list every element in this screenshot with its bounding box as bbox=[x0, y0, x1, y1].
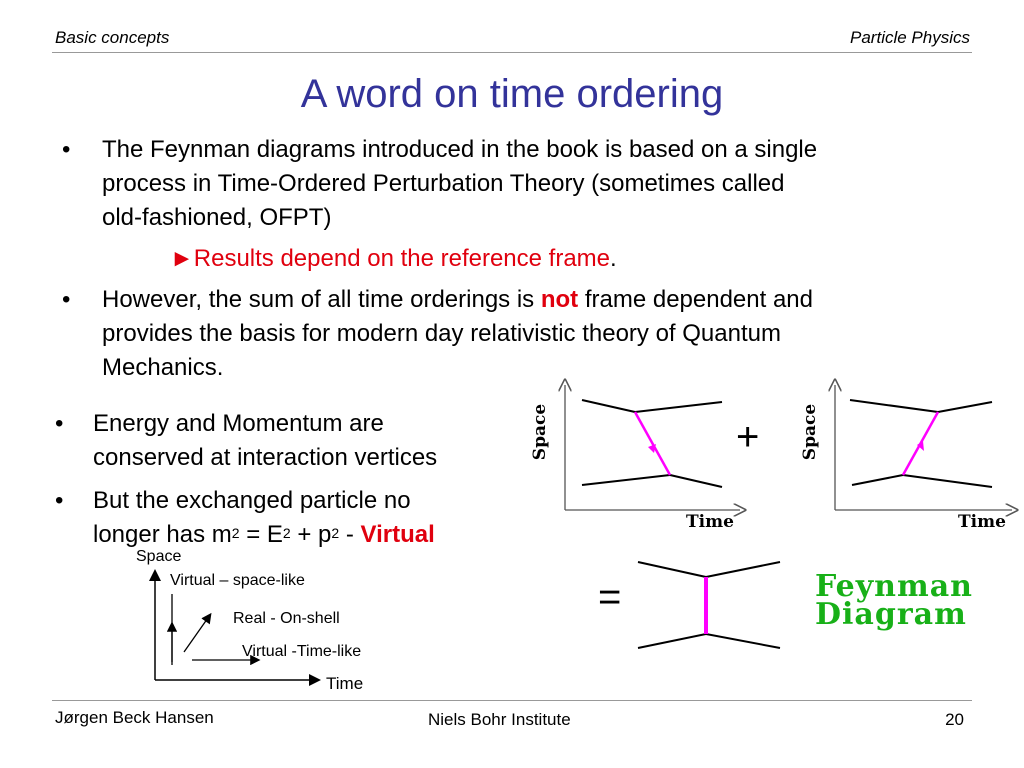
feynman-label-line: Diagram bbox=[815, 597, 967, 632]
diagram-time-order-2 bbox=[835, 385, 1012, 510]
bullet-dot: • bbox=[55, 487, 64, 514]
propagator-line bbox=[633, 411, 672, 476]
bullet-dot: • bbox=[62, 286, 71, 313]
footer-institute: Niels Bohr Institute bbox=[428, 710, 571, 729]
bullet-time-orderings: • However, the sum of all time orderings… bbox=[62, 283, 982, 388]
note-text: Results depend on the reference frame bbox=[193, 245, 611, 272]
bullet-line: Mechanics. bbox=[102, 354, 224, 381]
bullet-line: But the exchanged particle no bbox=[93, 487, 411, 514]
bullet-text: - bbox=[339, 521, 361, 548]
propagator-arrow-icon bbox=[648, 444, 656, 453]
bullet-line: process in Time-Ordered Perturbation The… bbox=[102, 170, 785, 197]
header-divider bbox=[52, 52, 972, 53]
feynman-label-line: Feynman bbox=[815, 569, 973, 604]
fermion-line bbox=[634, 401, 723, 413]
virtual-time-like-label: Virtual -Time-like bbox=[242, 643, 362, 660]
bullet-text: + p bbox=[290, 521, 332, 548]
fermion-line bbox=[669, 474, 723, 488]
plus-sign: + bbox=[736, 415, 760, 459]
fermion-line bbox=[581, 399, 636, 413]
slide-title: A word on time ordering bbox=[300, 72, 724, 116]
small-space-time-plot bbox=[149, 569, 321, 686]
fermion-line bbox=[937, 401, 993, 413]
fermion-line bbox=[851, 474, 904, 486]
real-on-shell-label: Real - On-shell bbox=[233, 610, 340, 627]
footer-author: Jørgen Beck Hansen bbox=[55, 708, 214, 727]
fermion-line bbox=[705, 633, 781, 649]
space-label: Space bbox=[530, 403, 550, 461]
reference-frame-note: ►Results depend on the reference frame. bbox=[170, 242, 617, 276]
on-shell-arrow-icon bbox=[183, 612, 212, 653]
bullet-ofpt: • The Feynman diagrams introduced in the… bbox=[62, 133, 982, 243]
small-time-label: Time bbox=[326, 674, 364, 693]
space-label-1-wrap: Space bbox=[516, 400, 560, 464]
equals-sign: = bbox=[598, 575, 622, 619]
fermion-line bbox=[637, 561, 707, 578]
feynman-diagram-label: Feynman Diagram bbox=[815, 569, 973, 632]
fermion-line bbox=[637, 633, 707, 649]
small-space-label: Space bbox=[136, 548, 182, 565]
feynman-diagram bbox=[637, 561, 781, 649]
fermion-line bbox=[705, 561, 781, 578]
time-label: Time bbox=[958, 512, 1006, 532]
virtual-label: Virtual bbox=[360, 521, 435, 548]
bullet-text: frame dependent and bbox=[578, 286, 813, 313]
bold-not: not bbox=[540, 286, 579, 313]
arrow-right-icon: ► bbox=[170, 245, 194, 272]
superscript: 2 bbox=[282, 525, 291, 541]
superscript: 2 bbox=[331, 525, 340, 541]
footer-divider bbox=[52, 700, 972, 701]
bullet-text: However, the sum of all time orderings i… bbox=[102, 286, 541, 313]
bullet-line: The Feynman diagrams introduced in the b… bbox=[102, 136, 818, 163]
fermion-line bbox=[581, 474, 671, 486]
bullet-text: longer has m bbox=[93, 521, 232, 548]
bullet-line: old-fashioned, OFPT) bbox=[102, 204, 332, 231]
bullet-exchanged-particle: • But the exchanged particle no longer h… bbox=[55, 484, 525, 554]
note-suffix: . bbox=[610, 245, 617, 272]
bullet-line: provides the basis for modern day relati… bbox=[102, 320, 781, 347]
bullet-text: = E bbox=[239, 521, 283, 548]
fermion-line bbox=[849, 399, 939, 413]
superscript: 2 bbox=[231, 525, 240, 541]
header-right: Particle Physics bbox=[850, 28, 970, 47]
header-left: Basic concepts bbox=[55, 28, 170, 47]
bullet-dot: • bbox=[62, 136, 71, 163]
space-label: Space bbox=[800, 403, 820, 461]
bullet-energy-momentum: • Energy and Momentum are conserved at i… bbox=[55, 407, 525, 477]
propagator-arrow-icon bbox=[917, 441, 924, 451]
bullet-line: Energy and Momentum are bbox=[93, 410, 384, 437]
fermion-line bbox=[902, 474, 993, 488]
space-label-2-wrap: Space bbox=[786, 400, 830, 464]
diagram-time-order-1 bbox=[565, 385, 740, 510]
bullet-dot: • bbox=[55, 410, 64, 437]
time-label: Time bbox=[686, 512, 734, 532]
virtual-space-like-label: Virtual – space-like bbox=[170, 572, 305, 589]
page-number: 20 bbox=[945, 710, 964, 729]
bullet-line: conserved at interaction vertices bbox=[93, 444, 438, 471]
